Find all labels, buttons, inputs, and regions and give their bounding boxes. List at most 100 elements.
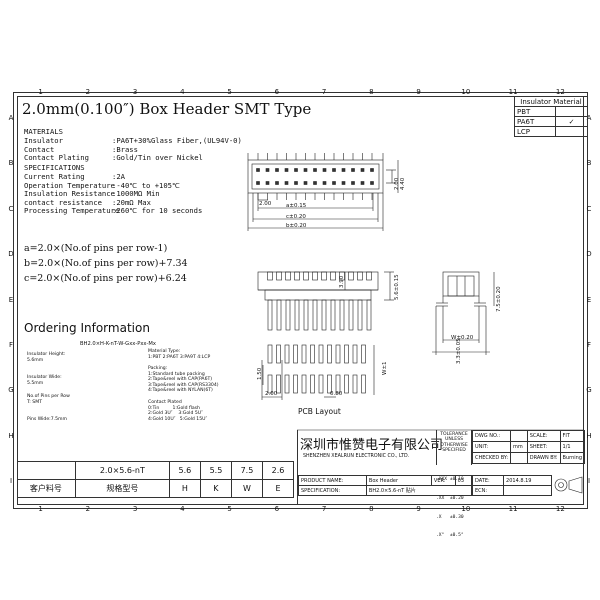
pcb-pad [267, 374, 273, 394]
front-pin-top [366, 271, 372, 281]
row-letter: E [586, 295, 592, 304]
pin-contact [322, 168, 327, 172]
checked-value [510, 452, 528, 464]
row-letter: B [586, 159, 592, 168]
date-value: 2014.8.19 [503, 475, 552, 486]
date-label: DATE: [471, 475, 505, 486]
pin-contact [303, 181, 308, 185]
pcb-pad [327, 344, 332, 364]
drawing-frame [13, 92, 588, 509]
row-letter: C [8, 204, 14, 213]
column-number: 9 [416, 505, 421, 513]
front-pin [312, 299, 318, 331]
row-letter: H [586, 431, 592, 440]
column-number: 4 [180, 505, 185, 513]
column-number: 11 [508, 505, 518, 513]
insulator-material-table: Insulator Material PBT PA6T✓ LCP [514, 96, 588, 137]
column-number: 9 [416, 88, 421, 96]
front-pin [321, 299, 327, 331]
pcb-pad [335, 344, 341, 364]
tolerance-2: .X ±0.30 [436, 514, 464, 520]
pin-contact [351, 181, 355, 185]
part-table-empty [17, 461, 76, 480]
sheet-value: 1/1 [559, 441, 586, 453]
column-number: 3 [132, 88, 138, 96]
row-letter: I [587, 477, 591, 486]
product-label: PRODUCT NAME: [298, 475, 367, 486]
spec-value-1: :-40℃ to +105℃ [112, 180, 181, 190]
material-check-lcp [555, 126, 588, 137]
top-view-cavity [251, 163, 380, 190]
material-value-0: :PA6T+30%Glass Fiber,(UL94V-0) [112, 136, 242, 145]
front-pin [267, 299, 273, 331]
front-pin [276, 299, 282, 331]
column-number: 7 [321, 88, 327, 96]
drawing-title: 2.0mm(0.100″) Box Header SMT Type [22, 100, 312, 118]
pin-contact [341, 181, 346, 185]
side-view-body [442, 271, 480, 297]
row-letter: D [8, 250, 14, 259]
material-label-2: Contact Plating [24, 153, 89, 163]
front-view-pins [267, 271, 372, 331]
pcb-pad [344, 374, 349, 394]
pin-contact [360, 168, 365, 172]
pin-contact [332, 168, 336, 172]
drawn-value: Burning [559, 452, 586, 464]
row-letter: F [8, 340, 14, 349]
pcb-pad [361, 344, 366, 364]
top-view-pins [256, 153, 374, 200]
material-label-0: Insulator [24, 136, 63, 145]
column-number: 4 [180, 88, 185, 96]
pcb-pad [276, 374, 281, 394]
dim-pcb-pitch: 2.00 [265, 391, 278, 397]
pcb-pad [284, 344, 290, 364]
tolerance-1: .XX ±0.20 [436, 496, 464, 502]
column-number: 11 [508, 88, 518, 96]
row-letter: A [8, 113, 14, 122]
pin-contact [275, 181, 279, 185]
model-label: 规格型号 [74, 479, 170, 498]
part-value-h: 5.6 [168, 461, 201, 480]
front-pin-top [357, 271, 363, 281]
part-value-e: 2.6 [261, 461, 295, 480]
dim-pcb-pad-h: 1.50 [257, 367, 263, 380]
pcb-pads [267, 344, 366, 394]
row-letter: B [8, 159, 14, 168]
pcb-pad [267, 344, 273, 364]
pcb-pad [335, 374, 341, 394]
part-number-table: 2.0×5.6-nT 5.6 5.5 7.5 2.6 客户料号 规格型号 H K… [17, 461, 295, 498]
column-number: 8 [369, 88, 374, 96]
unit-label: UNIT: [471, 441, 512, 453]
pcb-pad [344, 344, 349, 364]
pin-contact [303, 168, 308, 172]
label-e: E [261, 479, 295, 498]
ecn-value [503, 485, 552, 496]
pin-contact [360, 181, 365, 185]
pin-contact [294, 181, 298, 185]
spec-label-1: Operation Temperature [24, 180, 115, 190]
front-pin-top [348, 271, 354, 281]
projection-symbol-icon [554, 476, 583, 494]
tolerance-values: .XXX ±0.10 .XX ±0.20 .X ±0.30 .X° ±0.5° [436, 465, 472, 552]
column-number: 8 [369, 505, 374, 513]
title-block-date-table: DATE:2014.8.19 ECN: [471, 475, 552, 496]
ecn-label: ECN: [471, 485, 505, 496]
pcb-pad [284, 374, 290, 394]
column-number: 1 [38, 505, 43, 513]
ordering-note-height: Insulator Height: 5.6mm [27, 352, 66, 363]
column-number: 12 [555, 88, 565, 96]
row-letter: G [586, 386, 592, 395]
spec-value-2: :1000MΩ Min [112, 189, 160, 199]
drawing-border [17, 96, 584, 505]
front-pin-top [330, 271, 336, 281]
label-k: K [199, 479, 232, 498]
material-value-1: :Brass [112, 144, 138, 154]
tolerance-0: .XXX ±0.10 [436, 477, 464, 483]
pcb-pad [352, 374, 358, 394]
formula-b: b=2.0×(No.of pins per row)+7.34 [24, 258, 188, 269]
specifications-heading: SPECIFICATIONS [24, 163, 85, 172]
scale-value: FIT [559, 430, 586, 442]
spec-value-0: :2A [112, 172, 125, 181]
part-value-k: 5.5 [199, 461, 232, 480]
